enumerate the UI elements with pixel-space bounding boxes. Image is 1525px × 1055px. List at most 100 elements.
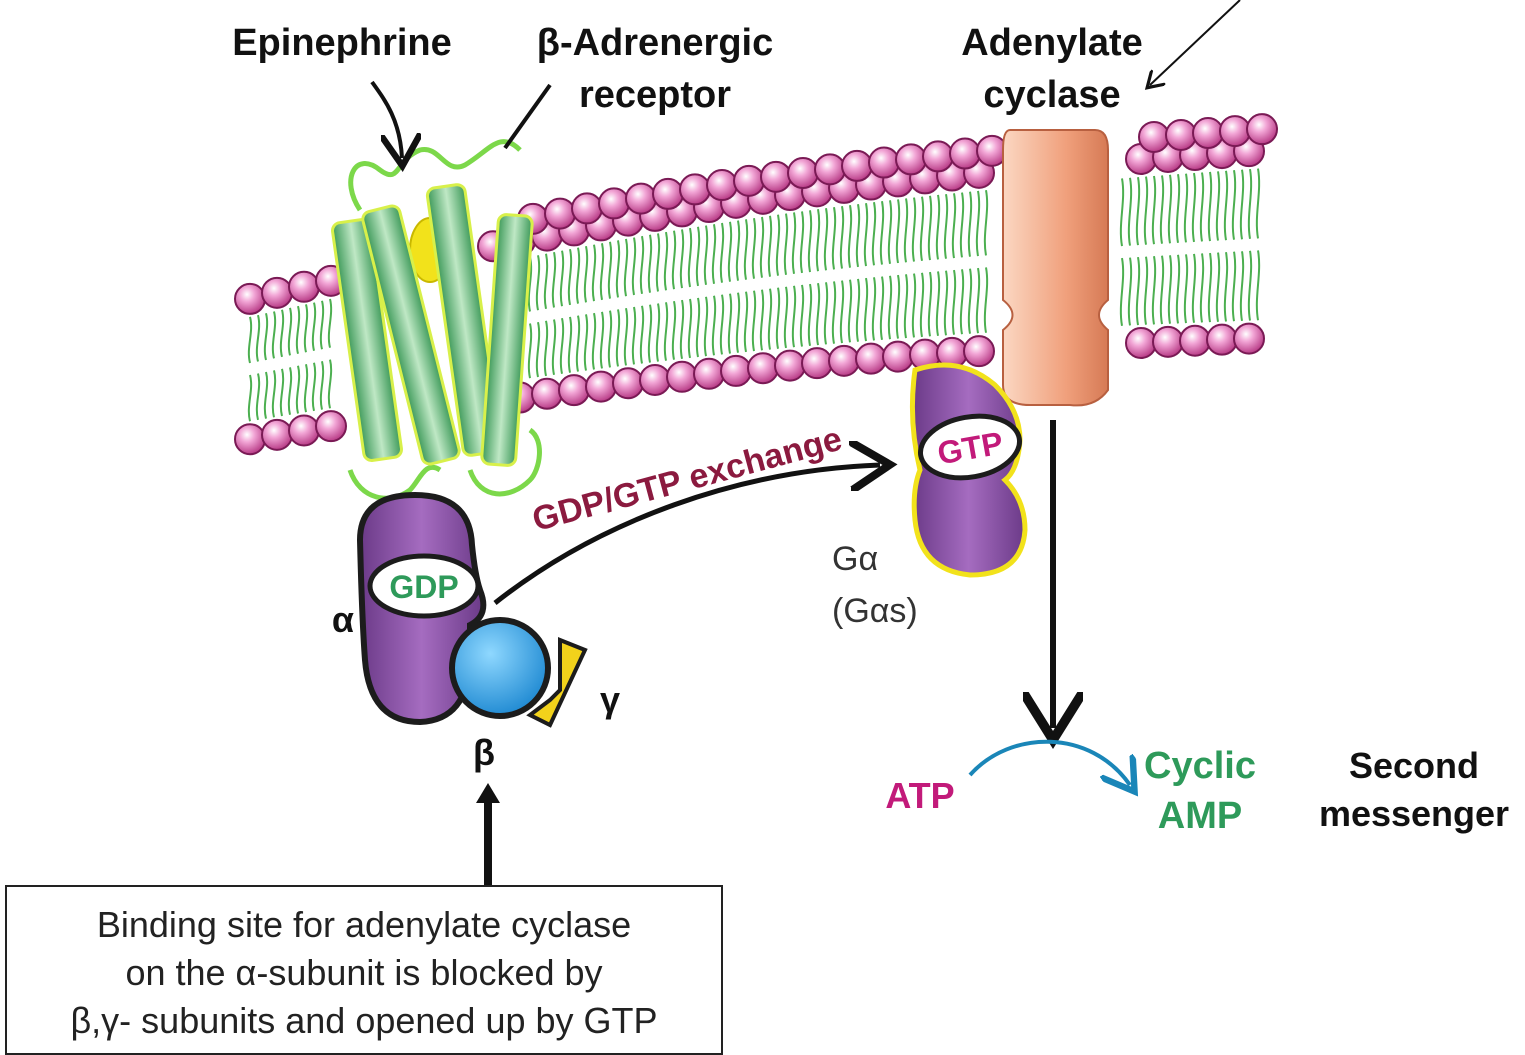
lipid-tail: [895, 199, 901, 264]
lipid-tail: [655, 233, 661, 292]
gdp-oval: [367, 553, 481, 619]
note-line-3: β,γ- subunits and opened up by GTP: [70, 1000, 658, 1041]
lipid-tail: [295, 365, 301, 414]
lipid-head: [612, 367, 644, 400]
lipid-tail: [527, 323, 533, 379]
lipid-tail: [671, 230, 677, 290]
lipid-tail: [1151, 175, 1157, 245]
lipid-head: [841, 149, 873, 182]
lipid-tail: [319, 300, 325, 350]
lipid-tail: [831, 281, 837, 344]
lipid-tail: [599, 243, 605, 301]
lipid-tail: [711, 224, 717, 284]
lipid-tail: [279, 309, 285, 358]
lipid-tail: [719, 294, 725, 355]
lipid-tail: [583, 245, 589, 303]
lipid-tail: [775, 214, 781, 276]
lipid-tail: [1231, 170, 1237, 240]
lipid-head: [639, 363, 671, 396]
lipid-tail: [1239, 169, 1245, 240]
second-messenger-line1: Second: [1349, 745, 1479, 786]
lipid-tail: [295, 305, 301, 355]
lipid-tail: [871, 202, 877, 266]
lipid-head: [288, 270, 320, 303]
lipid-tail: [599, 311, 605, 369]
lipid-head: [625, 182, 657, 215]
lipid-tail: [943, 270, 949, 336]
lipid-head: [234, 423, 266, 456]
lipid-tail: [703, 225, 709, 286]
lipid-head: [760, 160, 792, 193]
lipid-tail: [303, 304, 309, 353]
lipid-tail: [1223, 251, 1229, 322]
lipid-tail: [727, 293, 733, 354]
lipid-tail: [1191, 172, 1197, 243]
lipid-tail: [1119, 257, 1125, 326]
lipid-head: [652, 177, 684, 210]
lipid-tail: [287, 307, 293, 356]
lipid-head: [261, 276, 293, 309]
lipid-head: [571, 192, 603, 225]
lipid-tail: [703, 296, 709, 357]
lipid-tail: [743, 291, 749, 353]
g-alpha-active: [909, 362, 1028, 578]
lipid-head: [882, 340, 914, 373]
lipid-tail: [663, 231, 669, 291]
lipid-tail: [1119, 178, 1125, 247]
lipid-tail: [1247, 250, 1253, 321]
lipid-tail: [1175, 174, 1181, 243]
second-messenger-line2: messenger: [1319, 793, 1509, 834]
lipid-tail: [255, 373, 261, 421]
epinephrine-label: Epinephrine: [232, 22, 452, 64]
lipid-tail: [983, 189, 989, 256]
lipid-tail: [263, 313, 269, 361]
lipid-tail: [567, 248, 573, 306]
lipid-tail: [623, 238, 629, 297]
lipid-tail: [919, 272, 925, 338]
lipid-head: [1219, 115, 1251, 148]
lipid-tail: [1207, 252, 1213, 323]
lipid-head: [868, 146, 900, 179]
camp-label-line2: AMP: [1158, 795, 1242, 837]
lipid-head: [787, 157, 819, 190]
lipid-tail: [823, 282, 829, 345]
lipid-head: [720, 354, 752, 387]
lipid-tail: [671, 301, 677, 360]
lipid-tail: [975, 267, 981, 334]
galpha-label-line2: (Gαs): [832, 592, 918, 630]
lipid-tail: [983, 267, 989, 333]
lipid-head: [1246, 113, 1278, 146]
lipid-tail: [287, 367, 293, 415]
lipid-head: [1179, 324, 1211, 357]
lipid-tail: [1159, 175, 1165, 244]
lipid-head: [1125, 326, 1157, 359]
cyclase-pointer-arrow: [1150, 0, 1241, 85]
lipid-tail: [839, 280, 845, 344]
lipid-tail: [687, 298, 693, 359]
helix-1: [331, 218, 403, 462]
adenylate-cyclase-protein: [1002, 129, 1109, 407]
lipid-tail: [247, 316, 253, 364]
lipid-tail: [767, 215, 773, 277]
lipid-head: [747, 352, 779, 385]
lipid-tail: [799, 284, 805, 347]
lipid-head: [949, 137, 981, 170]
lipid-tail: [911, 273, 917, 338]
exchange-arrow: [493, 465, 880, 605]
lipid-tail: [887, 275, 893, 340]
lipid-tail: [951, 269, 957, 335]
lipid-tail: [631, 237, 637, 296]
lipid-tail: [551, 252, 557, 308]
lipid-head: [585, 370, 617, 403]
lipid-tail: [695, 226, 701, 287]
explanation-note: Binding site for adenylate cyclase on th…: [5, 885, 723, 1055]
lipid-head: [1192, 117, 1224, 150]
lipid-tail: [919, 196, 925, 261]
gtp-oval: [917, 413, 1023, 481]
lipid-tail: [1239, 251, 1245, 322]
lipid-tail: [711, 295, 717, 356]
lipid-tail: [735, 220, 741, 281]
note-arrow-head: [476, 783, 500, 803]
lipid-tail: [639, 305, 645, 364]
